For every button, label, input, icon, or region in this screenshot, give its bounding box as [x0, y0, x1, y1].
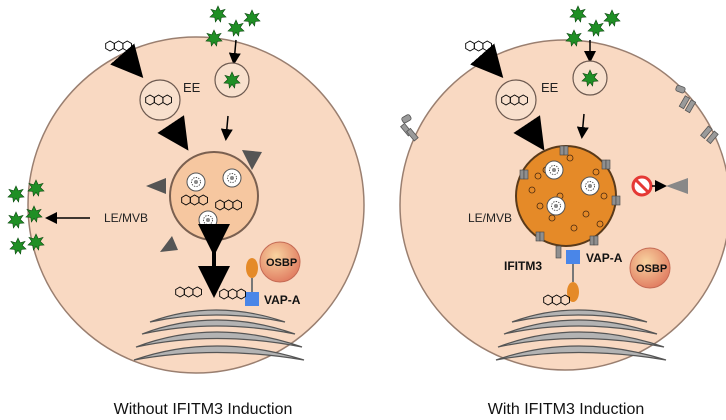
virus-icon	[7, 185, 25, 203]
cholesterol-icon	[105, 40, 132, 52]
left-golgi	[133, 309, 305, 361]
left-lemvb-label: LE/MVB	[104, 211, 148, 225]
left-osbp	[259, 241, 301, 283]
virus-icon	[227, 19, 245, 37]
right-ifitm3-label: IFITM3	[504, 259, 542, 273]
virus-icon	[209, 5, 227, 23]
virus-icon	[243, 9, 261, 27]
left-vapa	[245, 292, 259, 306]
ifitm3-icon	[400, 84, 719, 145]
cholesterol-icon	[465, 40, 492, 52]
right-osbp-label: OSBP	[636, 263, 667, 275]
right-golgi	[495, 309, 667, 361]
left-osbp-label: OSBP	[266, 257, 297, 269]
right-vapa-label: VAP-A	[586, 251, 623, 265]
right-ee-label: EE	[541, 80, 559, 95]
right-panel: EE LE/MVB IFITM3 VA	[399, 5, 726, 418]
virus-icon	[587, 19, 605, 37]
virus-icon	[603, 9, 621, 27]
right-vapa	[566, 250, 580, 264]
virus-icon	[7, 211, 25, 229]
virus-icon	[9, 237, 27, 255]
virus-icon	[569, 5, 587, 23]
right-osbp	[629, 247, 671, 289]
left-panel: EE LE/MVB OSBP VAP-A	[7, 5, 365, 418]
left-ee-label: EE	[183, 80, 201, 95]
left-caption: Without IFITM3 Induction	[114, 401, 293, 418]
right-lemvb-label: LE/MVB	[468, 211, 512, 225]
right-caption: With IFITM3 Induction	[488, 401, 645, 418]
left-vapa-label: VAP-A	[264, 293, 301, 307]
